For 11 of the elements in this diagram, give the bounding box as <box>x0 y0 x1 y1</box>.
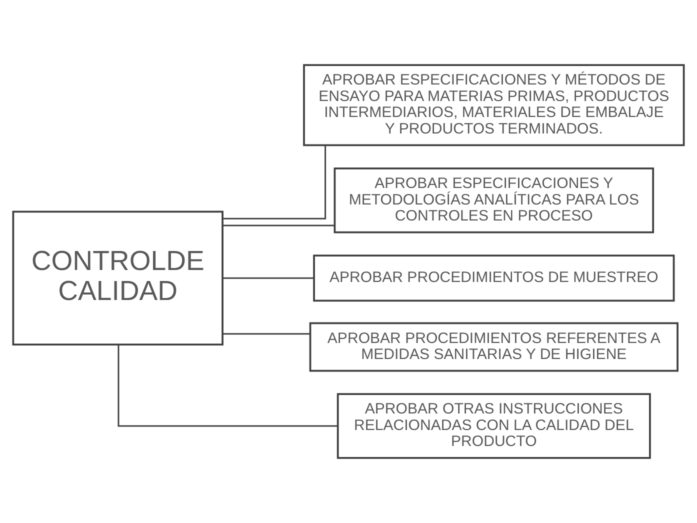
connector <box>222 277 314 279</box>
node-box: APROBAR ESPECIFICACIONES Y METODOLOGÍAS ANALÍTICAS PARA LOS CONTROLES EN PROCESO <box>334 168 654 234</box>
node-box: APROBAR PROCEDIMIENTOS REFERENTES A MEDIDAS SANITARIAS Y DE HIGIENE <box>309 322 678 372</box>
connector <box>222 224 334 226</box>
node-box: APROBAR PROCEDIMIENTOS DE MUESTREO <box>313 254 675 302</box>
connector <box>222 145 326 220</box>
connector <box>222 333 310 335</box>
node-box: APROBAR ESPECIFICACIONES Y MÉTODOS DE ENSAYO PARA MATERIAS PRIMAS, PRODUCTOS INTERMEDIARIOS, MATERIALES DE EMBALAJE Y PRODUCTOS TERMINADOS. <box>303 64 685 146</box>
node-box: APROBAR OTRAS INSTRUCCIONES RELACIONADAS CON LA CALIDAD DEL PRODUCTO <box>336 393 651 459</box>
connector <box>118 344 338 427</box>
node-box: CONTROLDE CALIDAD <box>12 210 224 346</box>
